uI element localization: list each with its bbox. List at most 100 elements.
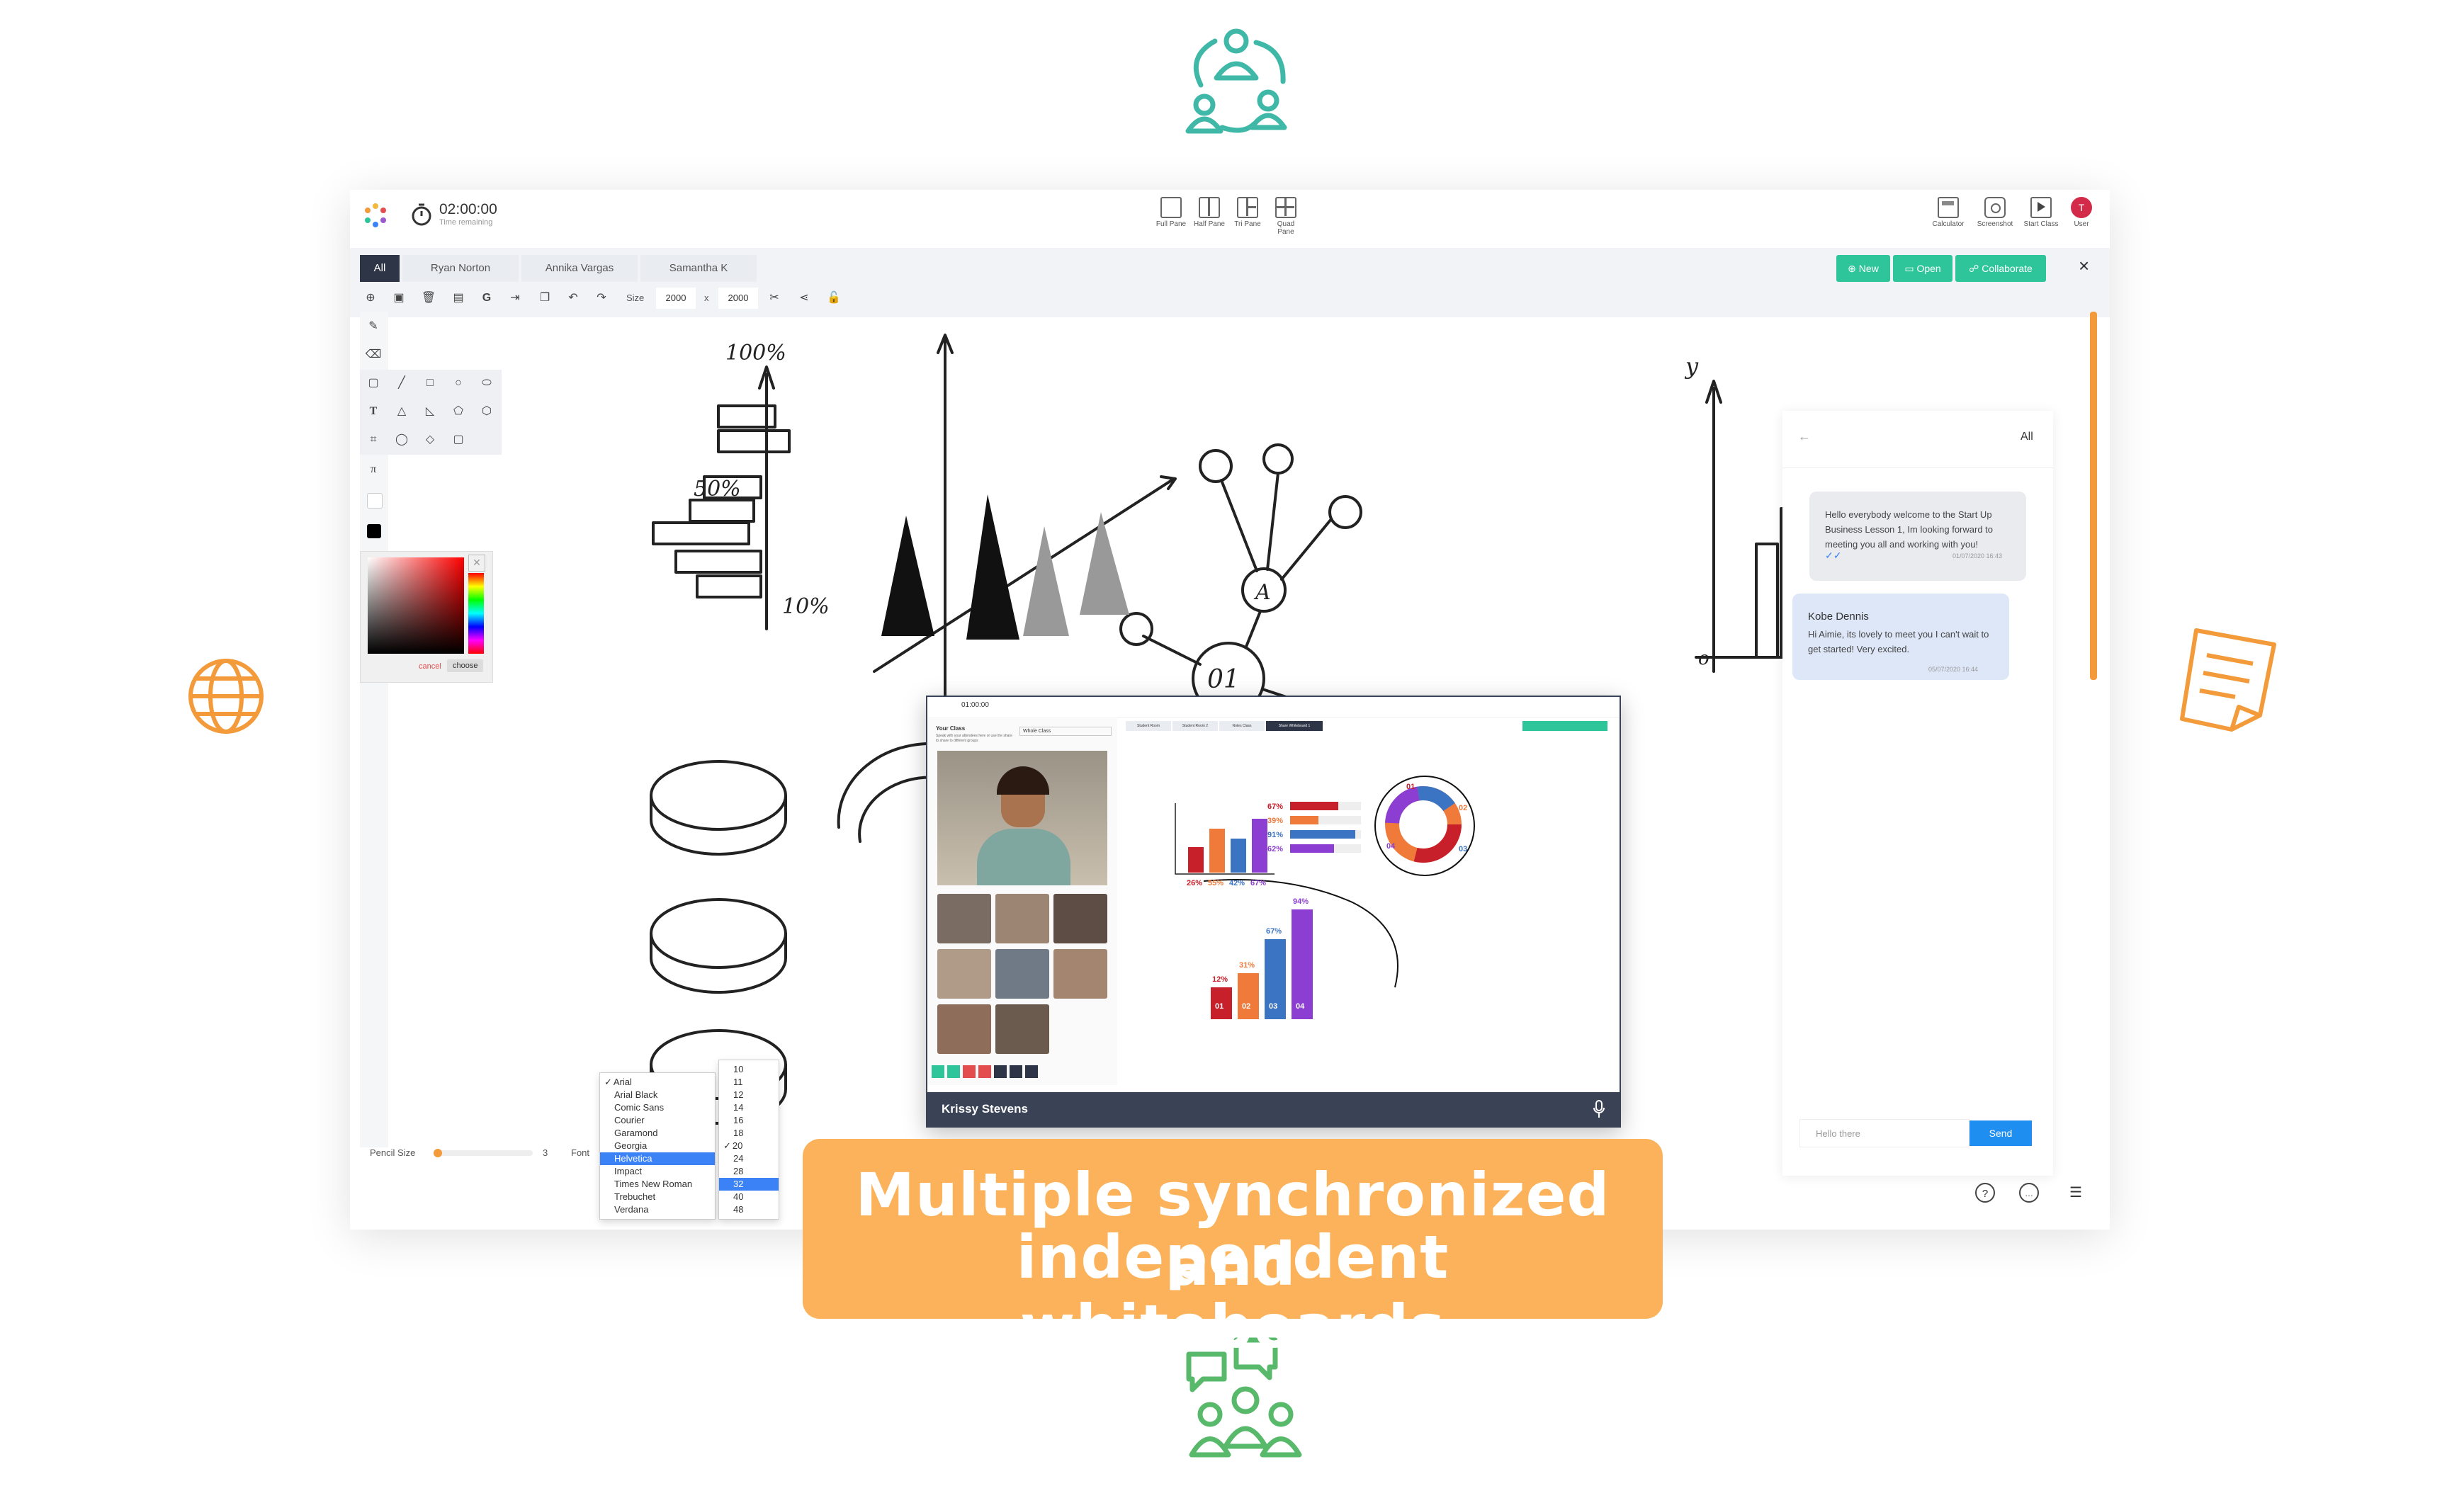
help-icon[interactable]: ? [1975,1183,1995,1203]
size-option[interactable]: 48 [733,1204,744,1215]
circle-icon[interactable]: ○ [455,377,462,389]
font-option-selected[interactable]: Helvetica [600,1152,715,1165]
size-option[interactable]: 11 [733,1077,743,1087]
calculator-button[interactable]: Calculator [1930,197,1967,228]
pentagon-icon[interactable]: ⬠ [453,405,463,417]
unlock-icon[interactable]: 🔓 [827,292,841,304]
export-icon[interactable]: ⇥ [510,292,520,304]
font-option[interactable]: Georgia [614,1140,648,1151]
chat-send-button[interactable]: Send [1969,1120,2032,1146]
inner-audience-select[interactable]: Whole Class [1019,727,1112,736]
diamond-icon[interactable]: ◇ [425,433,435,446]
eraser-icon[interactable]: ⌫ [365,348,382,361]
stroke-color-swatch[interactable] [367,524,381,538]
google-icon[interactable]: G [482,292,492,304]
image-icon[interactable]: ▤ [453,292,464,304]
size-option[interactable]: 18 [733,1128,744,1138]
font-option[interactable]: Impact [614,1166,643,1176]
pane-half[interactable]: Half Pane [1193,197,1226,228]
scrollbar-thumb[interactable] [2090,312,2097,680]
font-option[interactable]: Times New Roman [614,1179,693,1189]
size-option[interactable]: ✓20 [723,1140,743,1151]
height-input[interactable]: 2000 [718,288,758,309]
chat-bubble-icon[interactable]: … [2019,1183,2039,1203]
inner-tab[interactable]: Student Room [1126,721,1171,731]
leave-button[interactable] [978,1065,991,1078]
hue-slider[interactable] [468,573,484,654]
screenshot-button[interactable]: Screenshot [1974,197,2016,228]
line-icon[interactable]: ╱ [398,377,405,389]
picker-cancel[interactable]: cancel [419,662,441,671]
tab-samantha-k[interactable]: Samantha K [640,255,757,282]
text-tool-icon[interactable]: T [369,405,378,417]
crop-icon[interactable]: ✂ [769,292,779,304]
redo-icon[interactable]: ↷ [597,292,606,304]
font-option[interactable]: Verdana [614,1204,649,1215]
picker-choose[interactable]: choose [447,659,484,672]
undo-icon[interactable]: ↶ [568,292,578,304]
whiteboard-sketch[interactable]: 100% 50% 10% y x o A B C 01 [648,331,2050,1181]
hexagon-icon[interactable]: ⬡ [482,405,492,417]
save-icon[interactable]: ▣ [393,292,405,304]
close-icon[interactable]: × [2079,255,2090,276]
size-option[interactable]: 12 [733,1089,744,1100]
tab-all[interactable]: All [360,255,400,282]
pane-quad[interactable]: Quad Pane [1270,197,1302,236]
select-rect-icon[interactable]: ▢ [368,377,379,389]
font-option[interactable]: ✓Arial [604,1077,632,1087]
pencil-size-slider[interactable] [434,1149,533,1157]
size-option[interactable]: 24 [733,1153,744,1164]
fill-color-swatch[interactable] [367,493,383,509]
inner-tab[interactable]: Student Room 2 [1172,721,1218,731]
add-board-icon[interactable]: ⊕ [366,292,375,304]
right-triangle-icon[interactable]: ◺ [425,405,435,417]
triangle-icon[interactable]: △ [397,405,407,417]
size-option[interactable]: 40 [733,1191,744,1202]
square-icon[interactable]: □ [426,377,434,389]
picker-close-icon[interactable]: ✕ [468,555,485,572]
pi-icon[interactable]: π [370,463,377,475]
trash-icon[interactable]: 🗑 [421,292,436,304]
inner-tab[interactable]: Notes Class [1219,721,1265,731]
font-option[interactable]: Comic Sans [614,1102,665,1113]
ellipse-icon[interactable]: ⬭ [482,377,492,389]
new-button[interactable]: ⊕ New [1836,255,1890,282]
inner-tab[interactable]: Share Whiteboard 1 [1266,721,1323,731]
octagon-icon[interactable]: ◯ [395,433,408,446]
font-dropdown[interactable]: ✓Arial Arial Black Comic Sans Courier Ga… [599,1072,716,1220]
size-option-selected[interactable]: 32 [719,1178,779,1191]
tab-annika-vargas[interactable]: Annika Vargas [521,255,638,282]
user-button[interactable]: T User [2069,197,2094,228]
collaborate-button[interactable]: ☍ Collaborate [1955,255,2046,282]
size-option[interactable]: 14 [733,1102,744,1113]
color-gradient-area[interactable] [368,557,464,654]
copy-icon[interactable]: ❐ [539,292,550,304]
frame-icon[interactable]: ⌗ [370,433,377,446]
size-option[interactable]: 16 [733,1115,744,1125]
font-option[interactable]: Garamond [614,1128,658,1138]
size-option[interactable]: 10 [733,1064,744,1074]
share-icon[interactable]: ⋖ [799,292,809,304]
more-button[interactable] [1010,1065,1022,1078]
chat-filter[interactable]: All [2021,431,2033,443]
start-class-button[interactable]: Start Class [2022,197,2060,228]
chat-input[interactable]: Hello there [1799,1119,1969,1147]
pane-tri[interactable]: Tri Pane [1231,197,1264,228]
font-option[interactable]: Trebuchet [614,1191,656,1202]
pane-full[interactable]: Full Pane [1155,197,1187,228]
font-option[interactable]: Arial Black [614,1089,658,1100]
share-button[interactable] [963,1065,976,1078]
pencil-icon[interactable]: ✎ [368,320,378,332]
width-input[interactable]: 2000 [656,288,696,309]
tab-ryan-norton[interactable]: Ryan Norton [402,255,519,282]
font-size-dropdown[interactable]: 10 11 12 14 16 18 ✓20 24 28 32 40 48 [718,1060,779,1220]
settings-sliders-icon[interactable]: ☰ [2069,1185,2082,1201]
font-option[interactable]: Courier [614,1115,645,1125]
record-button[interactable] [994,1065,1007,1078]
slider-thumb[interactable] [434,1149,442,1157]
camera-button[interactable] [947,1065,960,1078]
open-button[interactable]: ▭ Open [1893,255,1952,282]
size-option[interactable]: 28 [733,1166,744,1176]
rounded-rect-icon[interactable]: ▢ [453,433,464,446]
chat-back-icon[interactable]: ← [1798,429,1811,443]
